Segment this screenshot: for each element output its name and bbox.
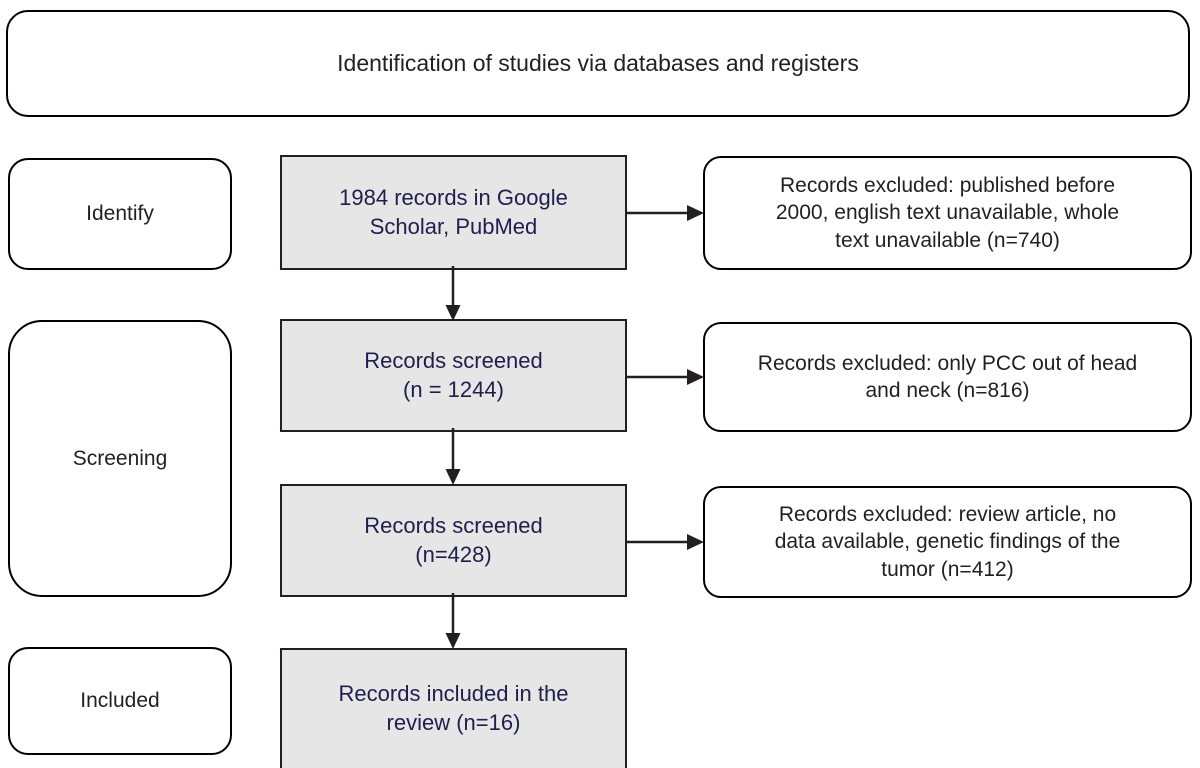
connector-arrow-right-1	[625, 200, 707, 226]
connector-arrow-right-3	[625, 529, 707, 555]
exclusion-box-2: Records excluded: only PCC out of head a…	[703, 322, 1192, 432]
connector-arrow-right-2	[625, 364, 707, 390]
exclusion-box-3: Records excluded: review article, no dat…	[703, 486, 1192, 598]
exclusion-box-3-label: Records excluded: review article, no dat…	[774, 503, 1121, 581]
stage-box-identify: Identify	[8, 158, 232, 270]
stage-box-screening: Screening	[8, 320, 232, 597]
flow-box-records-included: Records included in the review (n=16)	[280, 648, 627, 768]
exclusion-box-1: Records excluded: published before 2000,…	[703, 156, 1192, 270]
flow-box-records-included-label: Records included in the review (n=16)	[338, 681, 569, 735]
exclusion-box-1-label: Records excluded: published before 2000,…	[775, 174, 1120, 252]
stage-label-screening: Screening	[72, 446, 168, 470]
flow-box-records-identified: 1984 records in Google Scholar, PubMed	[280, 155, 627, 270]
flow-box-records-screened-1-label: Records screened (n = 1244)	[364, 347, 543, 402]
connector-arrow-down-1	[440, 266, 466, 324]
stage-label-included: Included	[80, 689, 160, 713]
connector-arrow-down-2	[440, 428, 466, 488]
flow-box-records-identified-label: 1984 records in Google Scholar, PubMed	[339, 184, 568, 239]
diagram-header-label: Identification of studies via databases …	[337, 49, 859, 76]
connector-arrow-down-3	[440, 593, 466, 652]
stage-box-included: Included	[8, 647, 232, 755]
exclusion-box-2-label: Records excluded: only PCC out of head a…	[757, 351, 1138, 402]
flow-box-records-screened-2: Records screened (n=428)	[280, 484, 627, 597]
flow-box-records-screened-2-label: Records screened (n=428)	[364, 512, 543, 567]
flow-box-records-screened-1: Records screened (n = 1244)	[280, 319, 627, 432]
diagram-header-box: Identification of studies via databases …	[6, 10, 1190, 117]
stage-label-identify: Identify	[86, 202, 154, 226]
